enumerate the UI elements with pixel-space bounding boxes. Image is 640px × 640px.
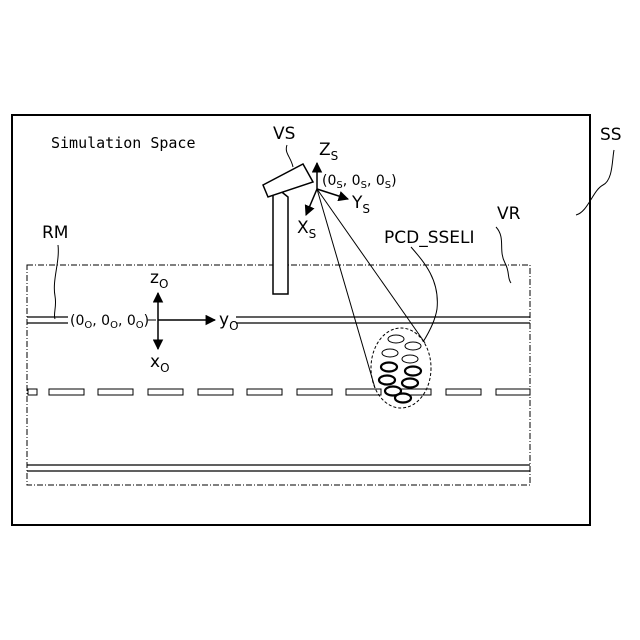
road-axes <box>158 293 215 349</box>
vs-label: VS <box>273 124 295 144</box>
rm-label: RM <box>42 223 68 243</box>
vr-label: VR <box>497 204 521 224</box>
road-origin-label: (0O, 0O, 0O) <box>70 313 149 331</box>
sensor-y-label: YS <box>351 193 370 216</box>
sensor-origin-label: (0S, 0S, 0S) <box>322 173 397 191</box>
road-model-boundary <box>27 265 530 485</box>
sensor-z-label: ZS <box>319 140 338 163</box>
road-x-label: xO <box>150 352 170 375</box>
point-cloud-group <box>371 328 431 408</box>
pcd-label: PCD_SSELI <box>384 228 475 248</box>
lane-dashes <box>28 389 530 395</box>
sensor-x-label: XS <box>297 218 316 241</box>
ss-label: SS <box>600 125 622 145</box>
simulation-space-label: Simulation Space <box>51 134 196 152</box>
road-y-label: yO <box>219 310 239 333</box>
road-edge-lower <box>27 465 530 471</box>
road-z-label: zO <box>150 268 168 291</box>
